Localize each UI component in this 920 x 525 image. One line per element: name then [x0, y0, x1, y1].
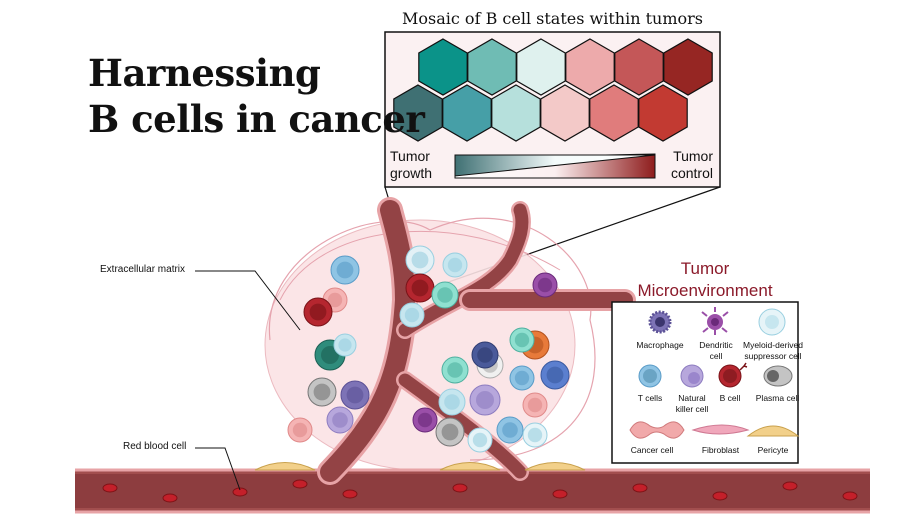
- dendritic-cell-icon: [412, 407, 438, 433]
- title-line-2: B cells in cancer: [88, 97, 425, 141]
- plasma-cell-icon: [307, 377, 337, 407]
- t-cell-icon: [442, 252, 468, 278]
- growth-gradient-bar: [454, 154, 656, 177]
- plasma-cell-icon: [435, 417, 465, 447]
- macrophage-icon: [340, 380, 370, 410]
- pericytes: [254, 462, 586, 471]
- hexagon-bottom-6: [638, 84, 688, 142]
- cancer-cell-icon: [522, 392, 548, 418]
- legend-label-b-cell: B cell: [719, 393, 741, 403]
- label-line: Tumor: [673, 148, 713, 164]
- nk-cell-icon: [469, 384, 501, 416]
- nk-cell-icon: [326, 406, 354, 434]
- b-cell-state-icon: [509, 327, 535, 353]
- rbc-label: Red blood cell: [123, 441, 187, 452]
- tumor-growth-label: Tumor growth: [390, 148, 432, 182]
- legend-label-nk: Natural killer cell: [675, 393, 709, 414]
- b-cell-state-icon: [431, 281, 459, 309]
- t-cell-icon: [496, 416, 524, 444]
- label-line: growth: [390, 165, 433, 181]
- hexagon-mosaic: [393, 38, 713, 142]
- ecm-pointer: [195, 270, 301, 331]
- mdsc-icon: [467, 427, 493, 453]
- label-line: Tumor: [390, 148, 430, 164]
- t-cell-icon: [471, 341, 499, 369]
- legend-label-cancer: Cancer cell: [630, 445, 674, 455]
- hexagon-top-6: [663, 38, 713, 96]
- mosaic-title: Mosaic of B cell states within tumors: [402, 9, 703, 28]
- legend-label-fibroblast: Fibroblast: [701, 445, 740, 455]
- legend-label-pericyte: Pericyte: [757, 445, 789, 455]
- legend-title-line: Microenvironment: [637, 281, 773, 300]
- t-cell-icon: [509, 365, 535, 391]
- legend-label-plasma: Plasma cell: [755, 393, 800, 403]
- rbc-pointer: [195, 447, 241, 491]
- tumor-cells: [287, 245, 570, 453]
- legend-title: Tumor Microenvironment: [612, 258, 798, 302]
- legend-title-line: Tumor: [680, 259, 730, 278]
- t-cell-icon: [330, 255, 360, 285]
- label-line: control: [670, 165, 713, 181]
- legend-label-dendritic: Dendritic cell: [699, 340, 733, 361]
- mdsc-icon: [405, 245, 435, 275]
- mdsc-icon: [438, 388, 466, 416]
- mdsc-icon: [333, 333, 357, 357]
- mdsc-icon: [399, 302, 425, 328]
- legend-label-mdsc: Myeloid-derived suppressor cell: [743, 340, 803, 361]
- ecm-label: Extracellular matrix: [100, 264, 186, 275]
- legend-icons: [629, 307, 800, 439]
- b-cell-state-icon: [441, 356, 469, 384]
- red-blood-cells: [102, 479, 858, 503]
- tumor-control-label: Tumor control: [665, 148, 713, 182]
- legend-label-macrophage: Macrophage: [636, 340, 684, 350]
- b-cell-icon: [303, 297, 333, 327]
- t-cell-icon: [540, 360, 570, 390]
- dendritic-cell-icon: [532, 272, 558, 298]
- cancer-cell-icon: [287, 417, 313, 443]
- legend-label-t-cells: T cells: [637, 393, 663, 403]
- b-cell-icon: [405, 273, 435, 303]
- main-title: Harnessing B cells in cancer: [88, 50, 425, 142]
- mdsc-icon: [522, 422, 548, 448]
- title-line-1: Harnessing: [88, 51, 321, 95]
